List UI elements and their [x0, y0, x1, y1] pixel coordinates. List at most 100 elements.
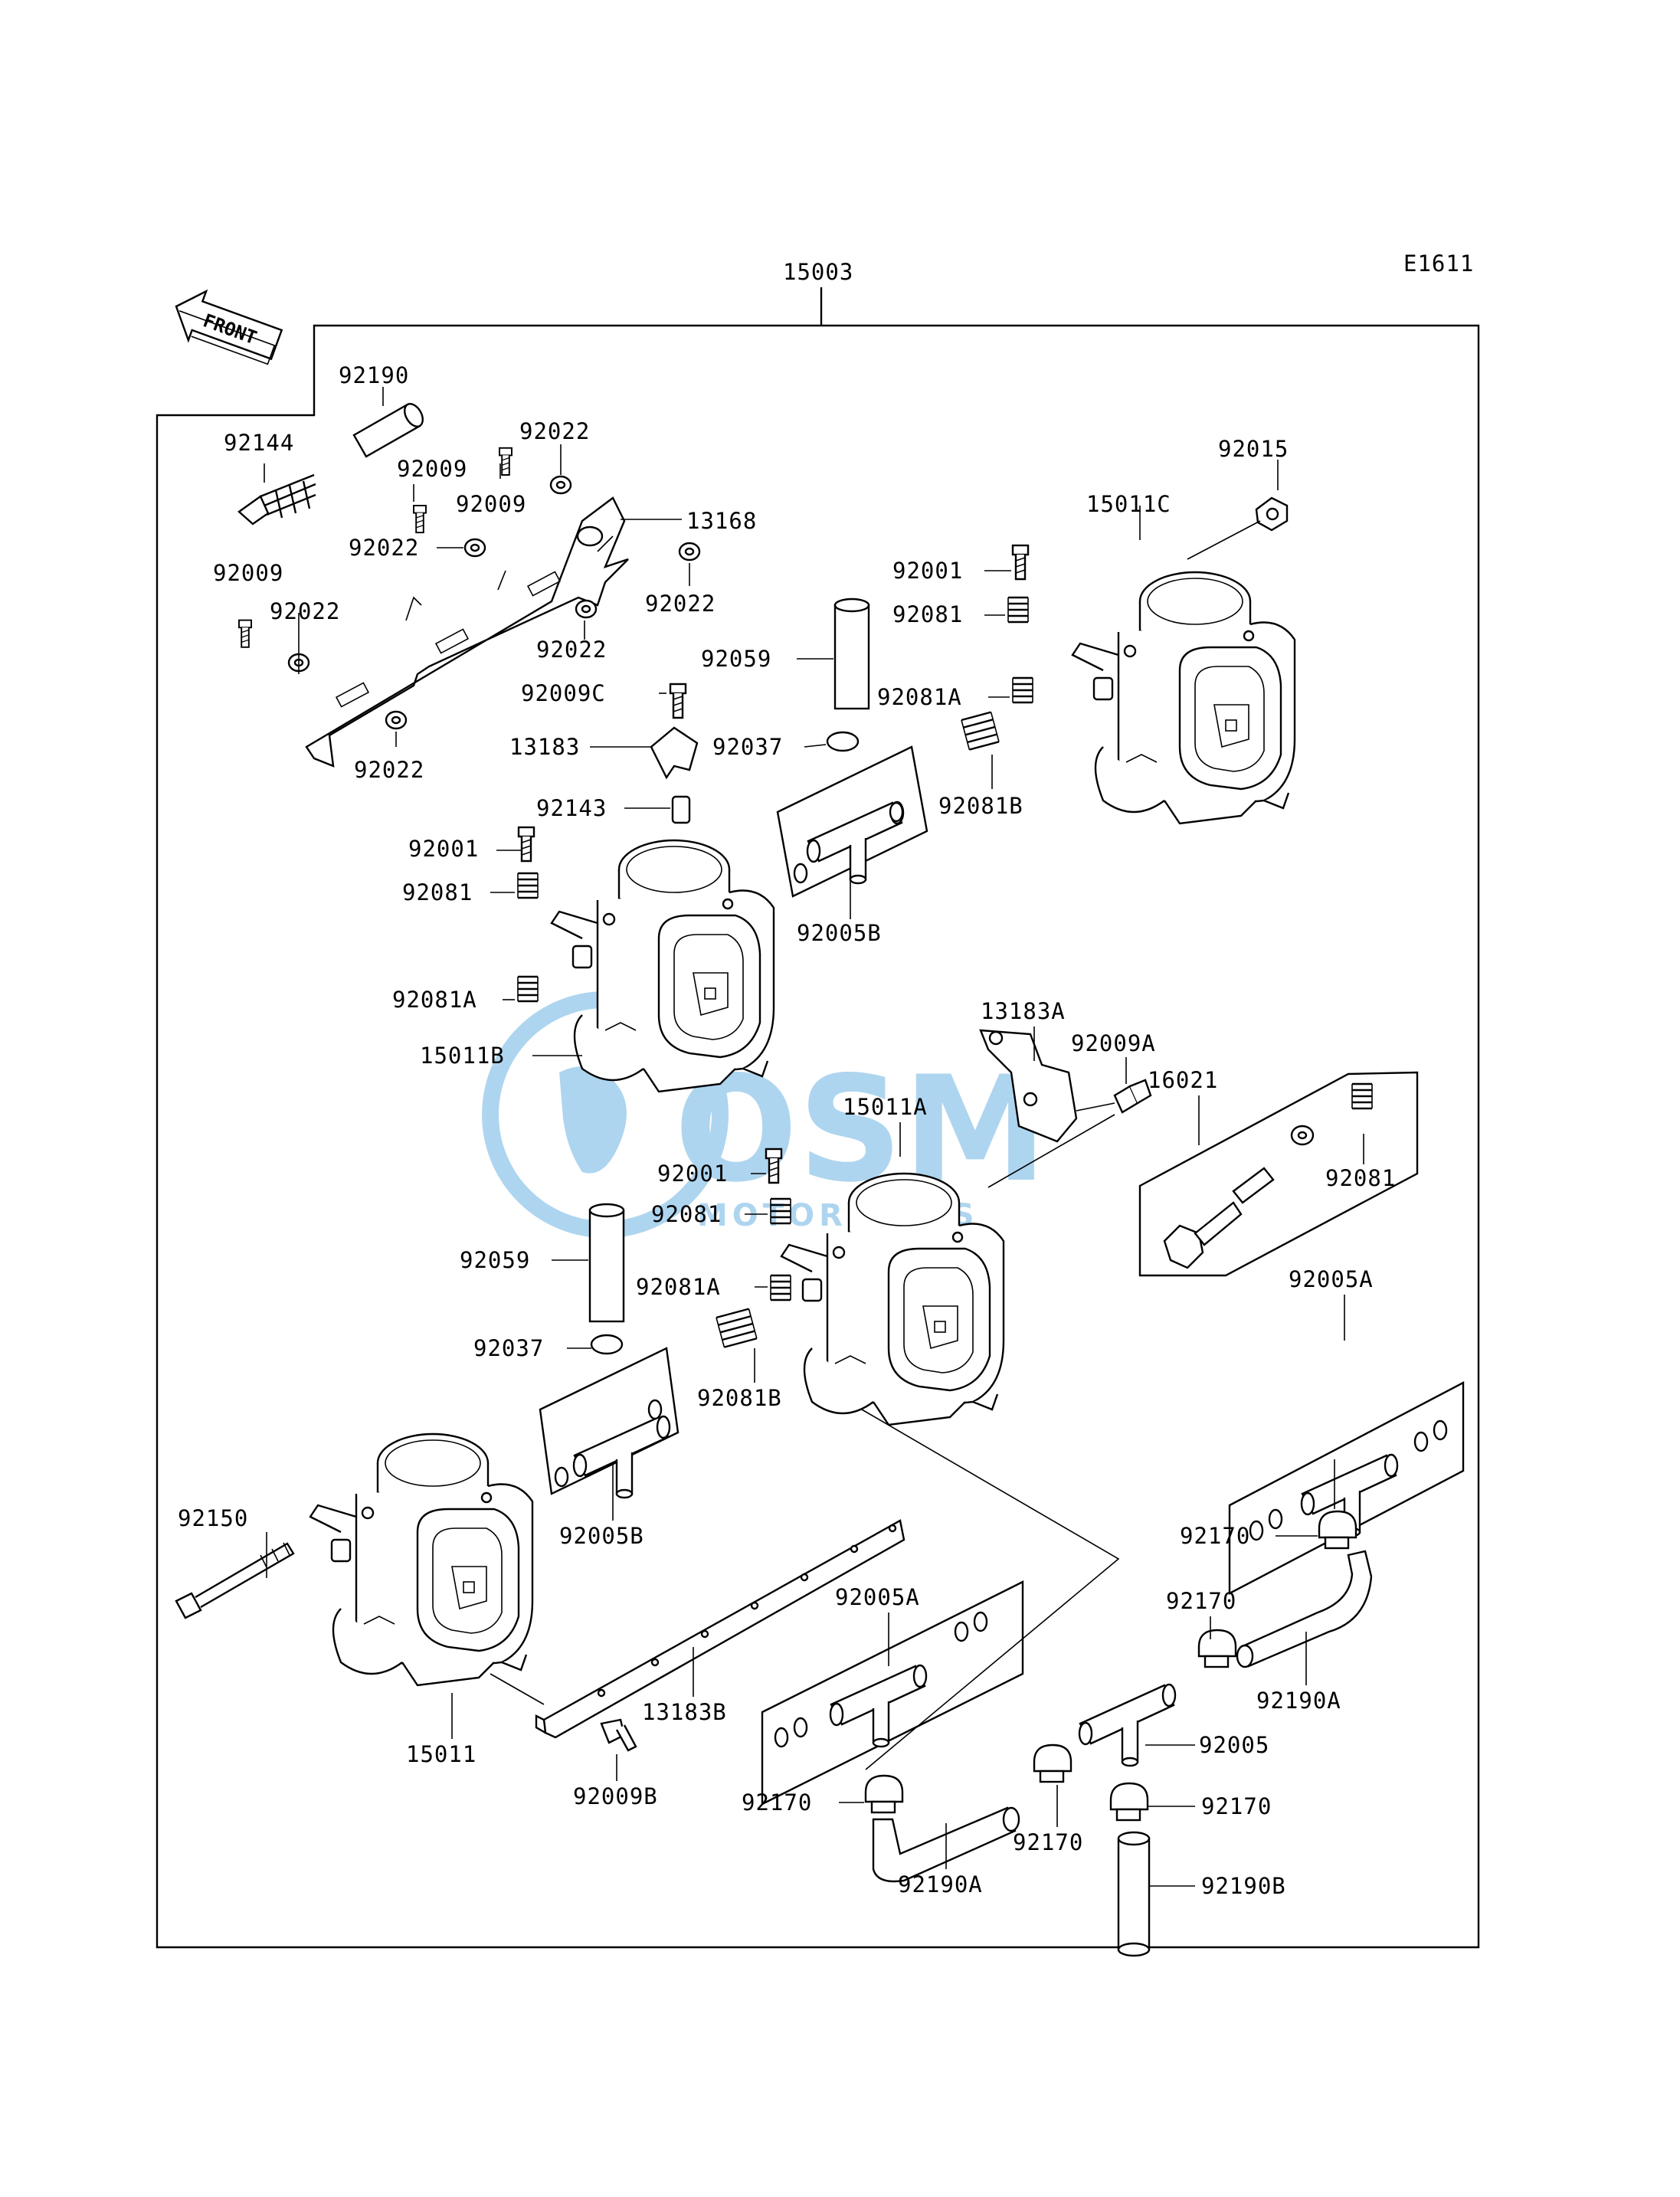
pipe-92190	[352, 403, 424, 458]
label-92022-d: 92022	[270, 598, 340, 624]
screw-92001-c	[765, 1148, 783, 1184]
label-92037-b: 92037	[473, 1335, 544, 1361]
collar-92143	[671, 795, 691, 824]
label-92190: 92190	[339, 362, 409, 388]
spring-92081B-a	[961, 711, 1000, 751]
washer-92022-f	[385, 710, 408, 730]
clamp-92170-a	[1318, 1510, 1357, 1550]
fitting-kit-92005B-a	[776, 745, 928, 898]
valve-kit-16021	[1138, 1071, 1419, 1277]
carburetor-15011B	[550, 839, 775, 1093]
washer-92022-d	[575, 599, 598, 619]
fitting-kit-92005B-b	[539, 1347, 680, 1499]
fitting-kit-92005A-a	[1228, 1381, 1465, 1595]
label-92144: 92144	[224, 430, 294, 456]
tee-92005	[1078, 1683, 1177, 1767]
label-92015: 92015	[1218, 436, 1289, 462]
label-92005: 92005	[1199, 1732, 1269, 1758]
label-92009B: 92009B	[573, 1783, 658, 1809]
label-92170-b: 92170	[1166, 1588, 1236, 1614]
label-92081A-a: 92081A	[392, 987, 477, 1013]
screw-92009-c	[238, 619, 252, 648]
label-92001-b: 92001	[892, 558, 963, 584]
label-92022-b: 92022	[349, 535, 419, 561]
cap-92037-b	[590, 1334, 624, 1355]
carburetor-15011C	[1071, 571, 1296, 825]
washer-92022-c	[678, 542, 701, 562]
front-arrow-icon: FRONT	[175, 289, 283, 365]
label-92081-b: 92081	[892, 601, 963, 627]
label-92009-a: 92009	[397, 456, 467, 482]
label-92037-a: 92037	[712, 734, 783, 760]
hose-92190A-b	[872, 1806, 1020, 1883]
label-92081-c: 92081	[1325, 1165, 1396, 1191]
bolt-92150	[175, 1542, 295, 1619]
clamp-92170-c	[864, 1774, 904, 1814]
label-16021: 16021	[1148, 1067, 1218, 1093]
label-15011: 15011	[406, 1741, 476, 1767]
label-92005A-b: 92005A	[835, 1584, 920, 1610]
spring-92081-b	[1007, 596, 1030, 624]
label-92081-a: 92081	[402, 879, 473, 905]
label-13183: 13183	[509, 734, 580, 760]
part-labels: E1611 15003 92190 92144 92009 92009 9202…	[178, 250, 1474, 1899]
label-92022-f: 92022	[354, 757, 424, 783]
label-92001-c: 92001	[657, 1161, 728, 1187]
washer-92022-b	[463, 538, 486, 558]
bracket-13183	[650, 726, 699, 780]
label-92081-d: 92081	[651, 1201, 722, 1227]
spring-92081B-b	[716, 1308, 758, 1348]
label-92005A-a: 92005A	[1289, 1266, 1374, 1292]
screw-92009A	[1113, 1079, 1152, 1114]
label-92170-e: 92170	[1201, 1793, 1272, 1819]
label-92009-c: 92009	[213, 560, 283, 586]
bracket-13183A	[979, 1029, 1115, 1143]
diagram-code: E1611	[1403, 250, 1474, 277]
label-15011C: 15011C	[1086, 491, 1171, 517]
label-15011B: 15011B	[420, 1043, 505, 1069]
screw-92009-a	[413, 505, 427, 534]
label-15003: 15003	[783, 259, 853, 285]
washer-92022-a	[549, 475, 572, 495]
assembly-frame	[156, 287, 1480, 1949]
label-15011A: 15011A	[843, 1094, 928, 1120]
pipe-92059-b	[588, 1203, 625, 1323]
screw-92001-b	[1011, 544, 1030, 581]
label-92170-a: 92170	[1180, 1523, 1250, 1549]
spring-92081A-b	[1011, 676, 1034, 704]
label-92190B: 92190B	[1201, 1873, 1286, 1899]
clamp-92170-b	[1197, 1629, 1237, 1668]
label-92022-e: 92022	[536, 637, 607, 663]
label-92081B-b: 92081B	[697, 1385, 782, 1411]
hose-92190B	[1117, 1831, 1151, 1957]
label-92170-d: 92170	[1013, 1829, 1083, 1855]
label-92170-c: 92170	[742, 1789, 812, 1816]
plate-13183B	[535, 1519, 905, 1739]
label-92022-c: 92022	[645, 591, 716, 617]
clamp-92170-d	[1033, 1744, 1073, 1783]
label-92022-a: 92022	[519, 418, 590, 444]
label-13183A: 13183A	[981, 998, 1066, 1024]
screw-92009B	[600, 1718, 637, 1752]
label-92009A: 92009A	[1071, 1030, 1156, 1056]
label-92143: 92143	[536, 795, 607, 821]
clamp-92170-e	[1109, 1782, 1149, 1822]
label-92081A-b: 92081A	[877, 684, 962, 710]
bracket-13168	[305, 496, 629, 768]
spring-92081A-c	[769, 1274, 792, 1302]
label-92059-b: 92059	[460, 1247, 530, 1273]
label-92190A-b: 92190A	[898, 1871, 983, 1897]
screw-92009C	[669, 683, 687, 719]
label-92005B-a: 92005B	[797, 920, 882, 946]
label-92150: 92150	[178, 1505, 248, 1531]
label-92005B-b: 92005B	[559, 1523, 644, 1549]
nut-92015	[1255, 496, 1289, 532]
label-92081A-c: 92081A	[636, 1274, 721, 1300]
hose-92190A-a	[1236, 1550, 1373, 1668]
assembly-links	[490, 520, 1335, 1770]
label-92009C: 92009C	[521, 680, 606, 706]
spring-92144	[237, 473, 316, 526]
screw-92009-b	[499, 447, 513, 476]
label-92059-a: 92059	[701, 646, 771, 672]
